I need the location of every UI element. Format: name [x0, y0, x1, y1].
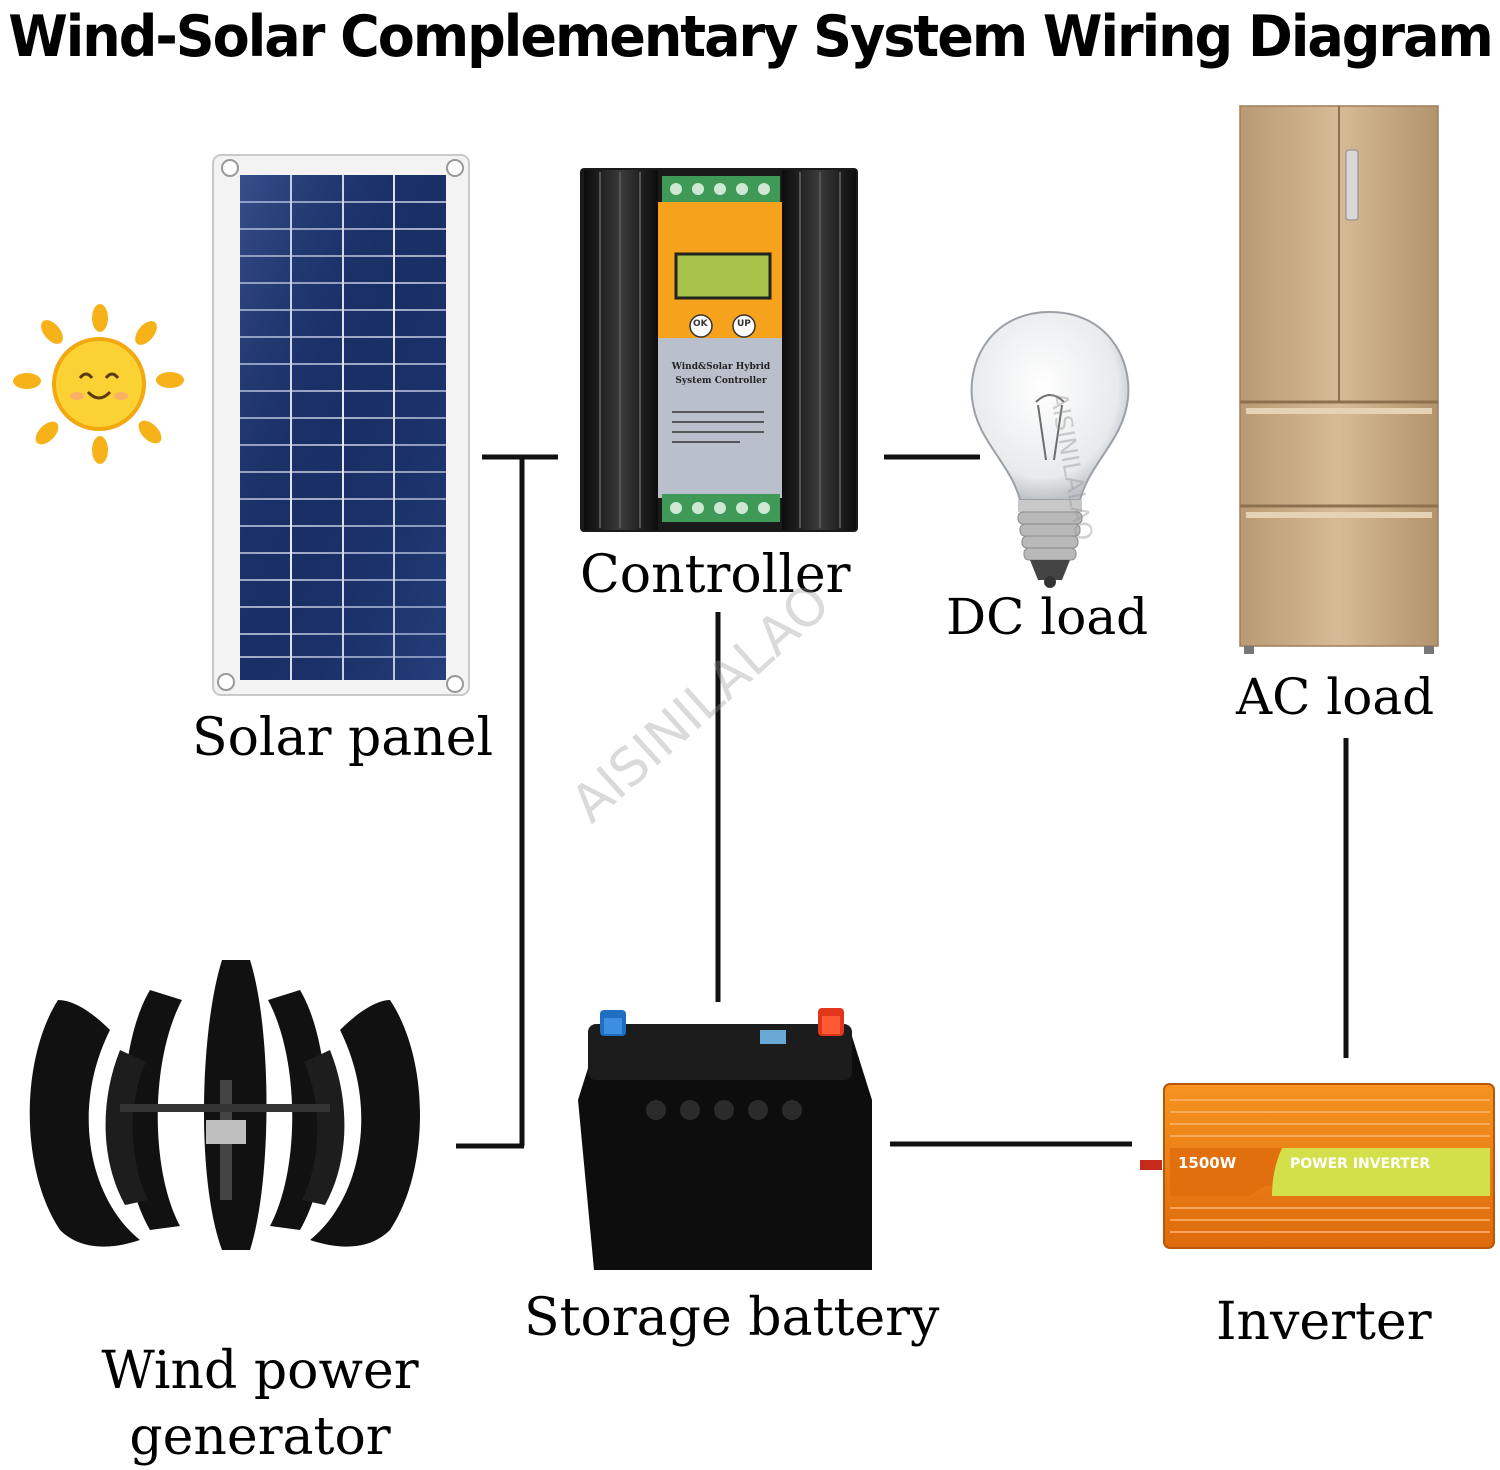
inverter-icon	[1140, 1083, 1495, 1249]
inverter-label: Inverter	[1216, 1292, 1432, 1352]
sun-icon	[13, 304, 184, 464]
diagram-title: Wind-Solar Complementary System Wiring D…	[8, 3, 1494, 70]
inverter-rating-text: 1500W	[1178, 1154, 1237, 1172]
dc-load-label: DC load	[946, 588, 1149, 646]
storage-battery-label: Storage battery	[524, 1288, 940, 1348]
controller-name-text: Wind&Solar Hybrid System Controller	[671, 362, 771, 386]
ac-load-label: AC load	[1236, 668, 1435, 726]
solar-panel-icon	[212, 154, 470, 696]
controller-label: Controller	[580, 545, 851, 605]
controller-icon	[580, 168, 858, 532]
battery-icon	[578, 1008, 872, 1270]
wind-turbine-icon	[29, 960, 420, 1250]
controller-up-button-label: UP	[737, 319, 751, 329]
wind-generator-label: Wind power generator	[101, 1341, 419, 1467]
inverter-name-text: POWER INVERTER	[1290, 1156, 1431, 1172]
controller-ok-button-label: OK	[693, 319, 708, 329]
refrigerator-icon	[1239, 105, 1439, 654]
wires	[456, 454, 1349, 1149]
light-bulb-icon	[970, 310, 1130, 588]
solar-panel-label: Solar panel	[192, 708, 494, 768]
